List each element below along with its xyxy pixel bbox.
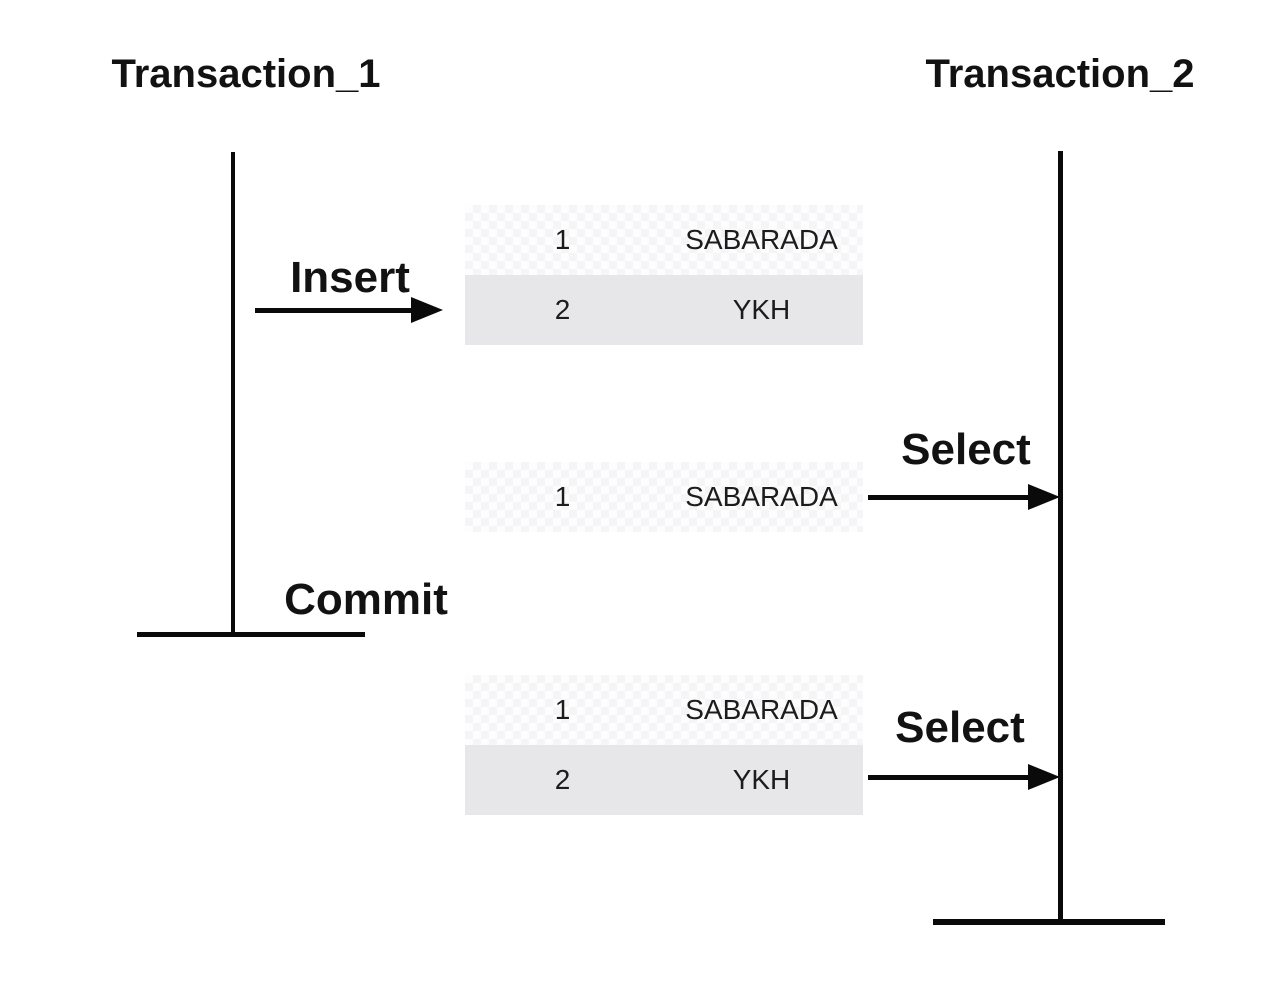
insert-arrowhead-icon [411, 297, 443, 323]
row-id-cell: 1 [554, 694, 571, 725]
insert-label: Insert [290, 253, 410, 302]
table-row: 1 SABARADA [465, 675, 863, 745]
row-id-cell: 1 [554, 481, 571, 512]
table-row-highlighted: 2 YKH [465, 275, 863, 345]
table-row-highlighted: 2 YKH [465, 745, 863, 815]
select-2-arrow [868, 775, 1030, 780]
row-value-cell: SABARADA [685, 481, 838, 512]
result-table-second-select: 1 SABARADA 2 YKH [465, 675, 863, 815]
transaction-2-end-bar [933, 919, 1165, 925]
insert-arrow [255, 308, 413, 313]
select-1-label: Select [901, 425, 1031, 474]
row-id-cell: 2 [554, 764, 571, 795]
transaction-2-title: Transaction_2 [925, 52, 1195, 96]
commit-label: Commit [284, 575, 448, 624]
table-row: 1 SABARADA [465, 205, 863, 275]
select-2-arrowhead-icon [1028, 764, 1060, 790]
row-value-cell: SABARADA [685, 224, 838, 255]
select-1-arrowhead-icon [1028, 484, 1060, 510]
transaction-2-lifeline [1058, 151, 1063, 923]
select-2-label: Select [895, 703, 1025, 752]
row-value-cell: SABARADA [685, 694, 838, 725]
table-row: 1 SABARADA [465, 462, 863, 532]
transaction-1-end-bar [137, 632, 365, 637]
transaction-1-title: Transaction_1 [111, 52, 381, 96]
select-1-arrow [868, 495, 1030, 500]
row-value-cell: YKH [732, 294, 791, 325]
row-value-cell: YKH [732, 764, 791, 795]
result-table-first-select: 1 SABARADA [465, 462, 863, 532]
row-id-cell: 1 [554, 224, 571, 255]
result-table-after-insert: 1 SABARADA 2 YKH [465, 205, 863, 345]
transaction-1-lifeline [231, 152, 235, 635]
row-id-cell: 2 [554, 294, 571, 325]
